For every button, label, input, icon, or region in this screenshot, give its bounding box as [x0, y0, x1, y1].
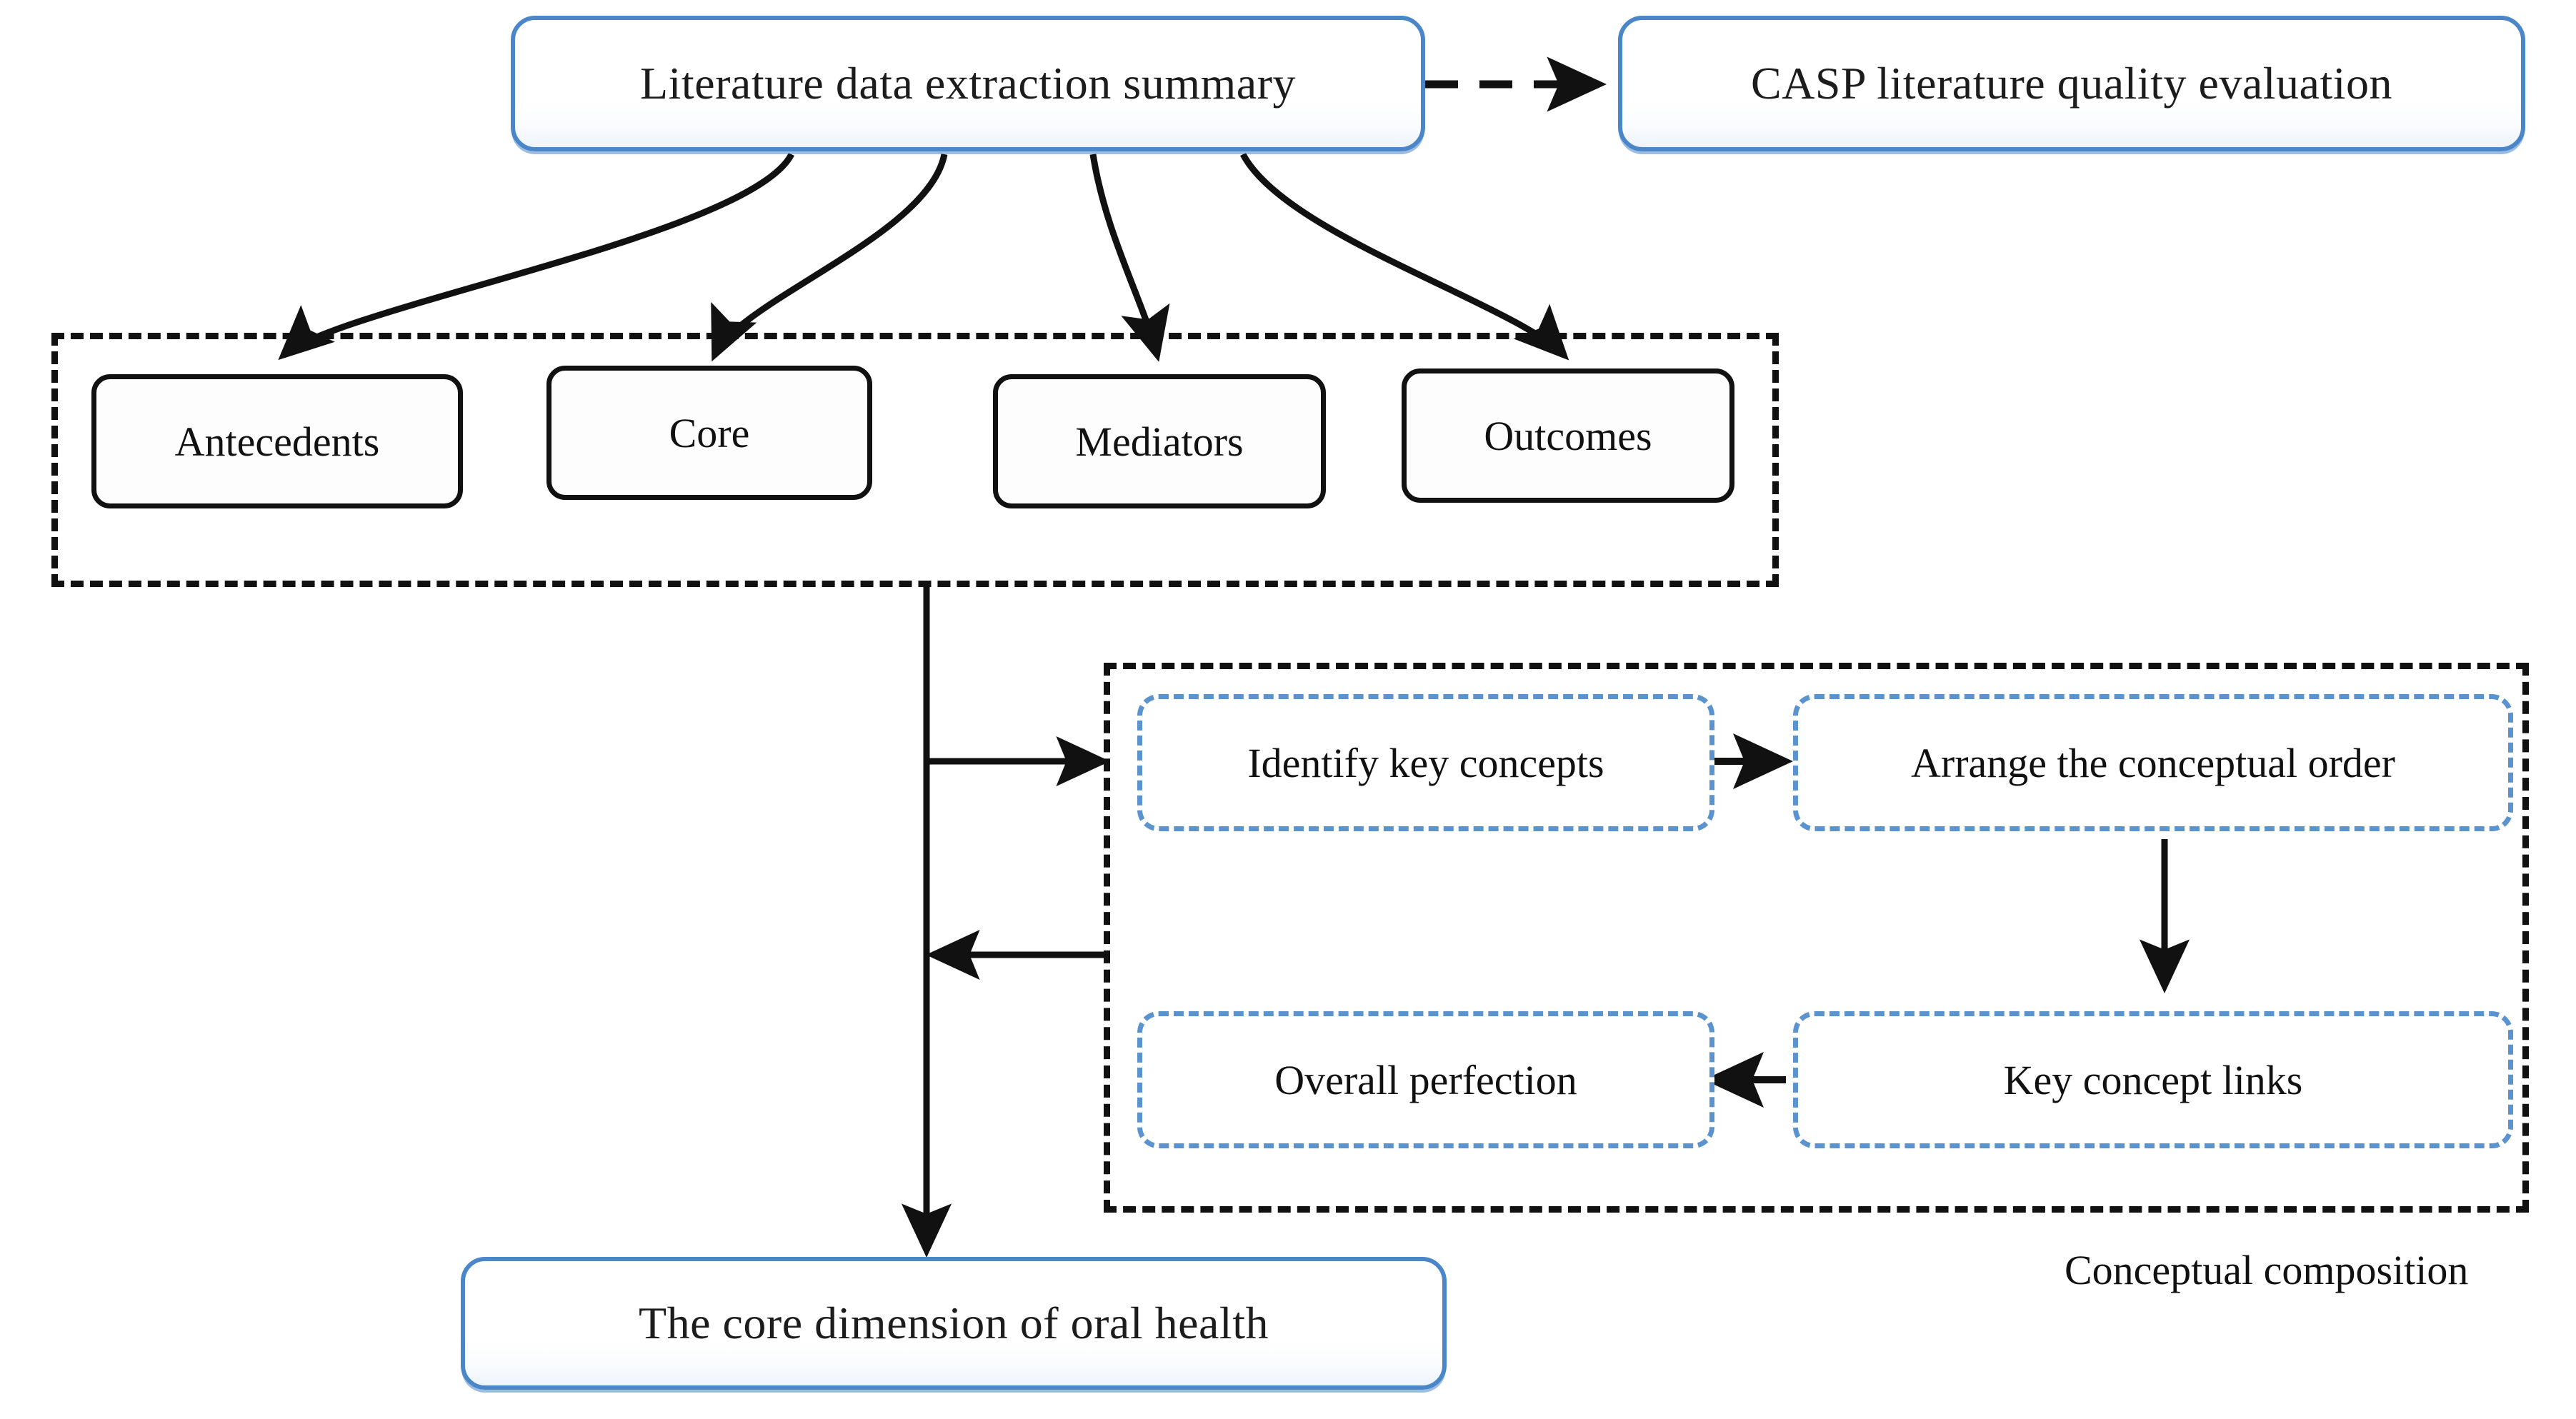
dimension-box-outcomes[interactable]: Outcomes [1402, 368, 1734, 503]
concept-step-identify-label: Identify key concepts [1247, 739, 1604, 786]
concept-step-arrange[interactable]: Arrange the conceptual order [1793, 694, 2513, 831]
edge-summary-to-outcomes [1240, 152, 1569, 361]
dimension-group-container [51, 333, 1779, 587]
concept-step-overall[interactable]: Overall perfection [1137, 1011, 1714, 1148]
concept-step-overall-label: Overall perfection [1274, 1056, 1577, 1103]
dimension-label-core: Core [669, 409, 750, 456]
conceptual-composition-caption: Conceptual composition [2065, 1247, 2469, 1293]
edge-summary-to-antecedents [278, 152, 795, 361]
edge-summary-to-mediators [1089, 154, 1170, 362]
concept-step-links-label: Key concept links [2003, 1056, 2303, 1103]
casp-evaluation-box[interactable]: CASP literature quality evaluation [1618, 16, 2525, 151]
literature-summary-label: Literature data extraction summary [640, 58, 1296, 109]
dimension-box-antecedents[interactable]: Antecedents [91, 374, 463, 508]
dimension-label-mediators: Mediators [1075, 418, 1244, 465]
conceptual-group-container [1104, 663, 2529, 1213]
dimension-label-antecedents: Antecedents [174, 418, 380, 465]
concept-step-arrange-label: Arrange the conceptual order [1911, 739, 2395, 786]
dimension-box-mediators[interactable]: Mediators [993, 374, 1326, 508]
core-dimension-result-box[interactable]: The core dimension of oral health [461, 1257, 1447, 1390]
concept-step-links[interactable]: Key concept links [1793, 1011, 2513, 1148]
casp-evaluation-label: CASP literature quality evaluation [1751, 58, 2392, 109]
dimension-box-core[interactable]: Core [546, 366, 872, 500]
core-dimension-result-label: The core dimension of oral health [639, 1298, 1269, 1348]
concept-step-identify[interactable]: Identify key concepts [1137, 694, 1714, 831]
dimension-label-outcomes: Outcomes [1484, 412, 1652, 459]
literature-summary-box[interactable]: Literature data extraction summary [511, 16, 1425, 151]
edge-summary-to-core [711, 154, 948, 362]
